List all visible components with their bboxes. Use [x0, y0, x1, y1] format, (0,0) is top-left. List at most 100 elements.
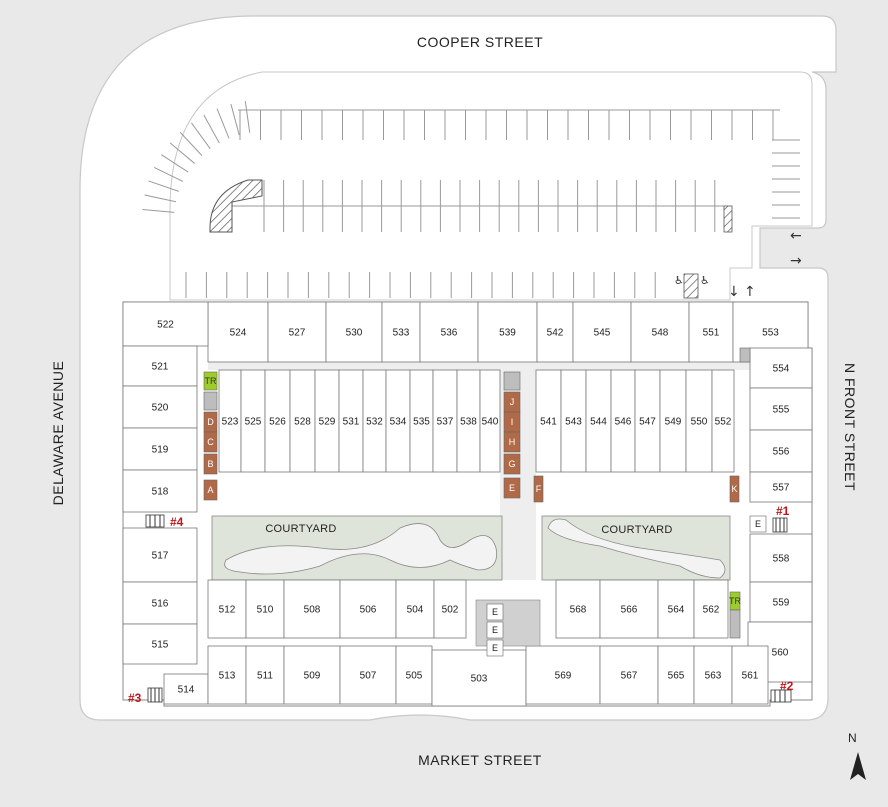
svg-text:#4: #4 [170, 515, 184, 529]
unit-523: 523 [218, 369, 242, 473]
svg-text:E: E [492, 625, 498, 635]
unit-number: 531 [343, 417, 360, 428]
unit-number: 520 [152, 403, 169, 414]
tag-d-left: D [203, 411, 218, 433]
svg-text:I: I [511, 417, 514, 427]
unit-514: 514 [163, 673, 209, 705]
hatched-pad-accessible [683, 273, 699, 299]
unit-number: 550 [691, 417, 708, 428]
unit-number: 524 [230, 328, 247, 339]
tag-blank-center [503, 371, 521, 391]
unit-number: 562 [703, 605, 720, 616]
tag-a-left: A [203, 479, 218, 501]
tag-k: K [729, 475, 740, 503]
unit-number: 521 [152, 362, 169, 373]
tag-blank-right [729, 609, 741, 639]
unit-number: 502 [442, 605, 459, 616]
unit-number: 505 [406, 671, 423, 682]
unit-542: 542 [536, 301, 574, 363]
svg-text:E: E [755, 519, 761, 529]
unit-number: 542 [547, 328, 564, 339]
unit-516: 516 [122, 581, 198, 625]
tag-e-center: E [503, 477, 521, 499]
svg-text:#1: #1 [776, 504, 790, 518]
unit-number: 558 [773, 554, 790, 565]
mech-room [739, 347, 751, 363]
unit-502: 502 [433, 579, 467, 639]
tag-c-left: C [203, 431, 218, 453]
unit-549: 549 [659, 369, 687, 473]
unit-number: 506 [360, 605, 377, 616]
unit-number: 566 [621, 605, 638, 616]
unit-number: 529 [319, 417, 336, 428]
unit-508: 508 [283, 579, 341, 639]
unit-number: 527 [289, 328, 306, 339]
compass: N [848, 731, 866, 780]
unit-555: 555 [749, 387, 813, 431]
unit-number: 541 [540, 417, 557, 428]
stair-2: #2 [770, 679, 794, 703]
unit-number: 554 [773, 364, 790, 375]
stair-3: #3 [128, 687, 163, 705]
tag-f: F [533, 475, 544, 503]
elevator-3: E [486, 639, 504, 657]
unit-531: 531 [338, 369, 364, 473]
unit-543: 543 [560, 369, 587, 473]
tag-tr-left: TR [203, 371, 218, 391]
unit-532: 532 [362, 369, 387, 473]
unit-number: 543 [565, 417, 582, 428]
unit-number: 569 [555, 671, 572, 682]
arrow-up-icon: ↑ [744, 284, 756, 300]
unit-number: 525 [245, 417, 262, 428]
unit-number: 565 [668, 671, 685, 682]
unit-number: 561 [742, 671, 759, 682]
unit-number: 509 [304, 671, 321, 682]
unit-554: 554 [749, 347, 813, 389]
unit-565: 565 [657, 645, 695, 705]
unit-number: 513 [219, 671, 236, 682]
unit-number: 564 [668, 605, 685, 616]
unit-562: 562 [693, 579, 729, 639]
unit-number: 515 [152, 640, 169, 651]
courtyard-east-path [547, 518, 726, 579]
accessible-parking-icon-2: ♿ [700, 274, 710, 287]
unit-number: 556 [773, 447, 790, 458]
street-label-south: MARKET STREET [418, 752, 542, 768]
tag-blank-left [203, 391, 218, 411]
unit-547: 547 [634, 369, 661, 473]
unit-number: 522 [157, 320, 174, 331]
unit-530: 530 [325, 301, 383, 363]
unit-529: 529 [314, 369, 340, 473]
unit-number: 512 [219, 605, 236, 616]
unit-number: 516 [152, 599, 169, 610]
unit-545: 545 [572, 301, 632, 363]
unit-number: 514 [178, 685, 195, 696]
unit-number: 533 [393, 328, 410, 339]
courtyard-label-east: COURTYARD [601, 524, 672, 536]
unit-541: 541 [535, 369, 562, 473]
unit-number: 560 [772, 648, 789, 659]
unit-559: 559 [749, 581, 813, 623]
unit-557: 557 [749, 471, 813, 503]
unit-503: 503 [431, 649, 527, 707]
unit-520: 520 [122, 385, 198, 429]
unit-number: 526 [269, 417, 286, 428]
unit-556: 556 [749, 429, 813, 473]
unit-number: 508 [304, 605, 321, 616]
svg-text:N: N [848, 731, 857, 745]
unit-number: 532 [366, 417, 383, 428]
unit-number: 568 [570, 605, 587, 616]
unit-540: 540 [479, 369, 501, 473]
unit-552: 552 [711, 369, 735, 473]
unit-number: 518 [152, 487, 169, 498]
unit-number: 567 [621, 671, 638, 682]
courtyard-label-west: COURTYARD [265, 523, 336, 535]
unit-526: 526 [264, 369, 291, 473]
unit-number: 549 [665, 417, 682, 428]
tag-h-center: H [503, 431, 521, 453]
unit-number: 538 [460, 417, 477, 428]
unit-567: 567 [599, 645, 659, 705]
unit-561: 561 [731, 645, 769, 705]
